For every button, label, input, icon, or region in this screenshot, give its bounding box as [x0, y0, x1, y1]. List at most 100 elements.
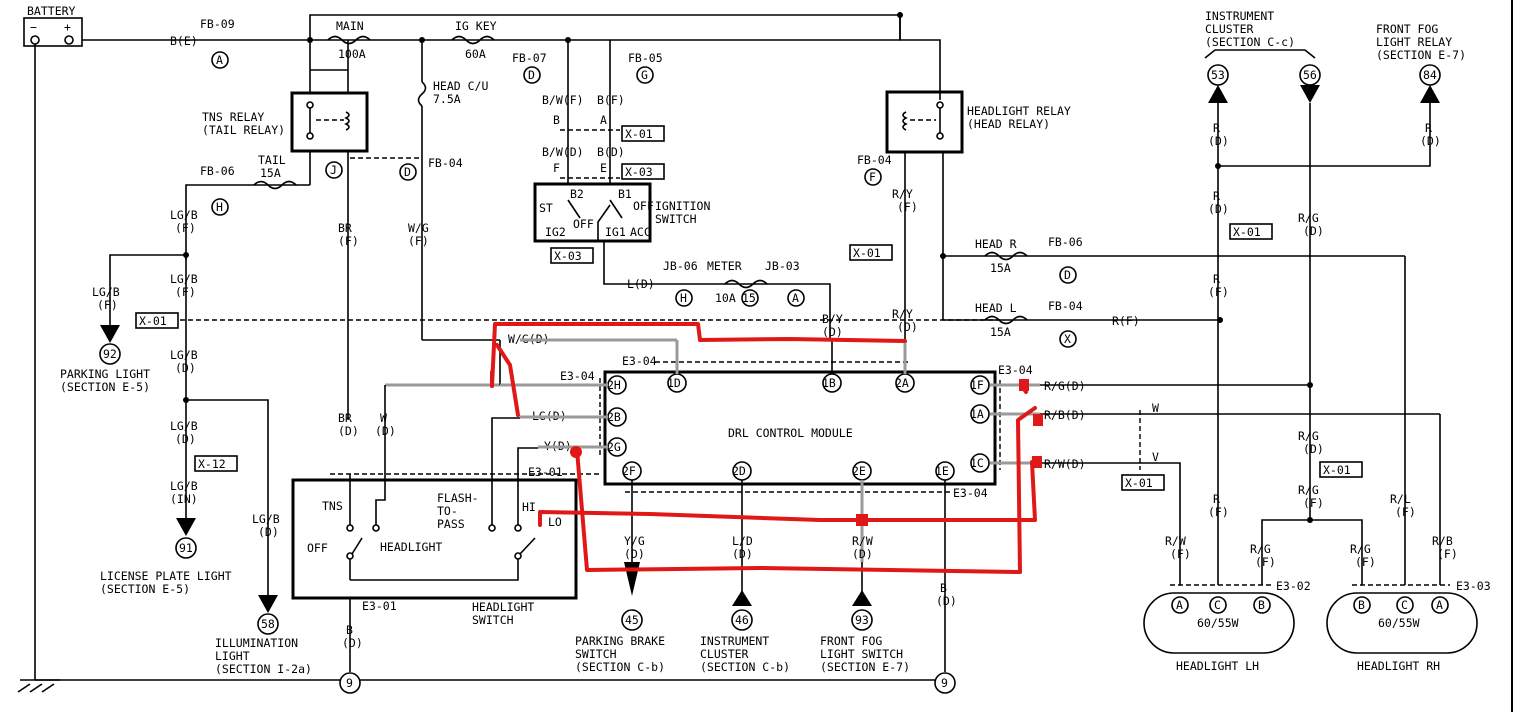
svg-text:LIGHT: LIGHT — [215, 649, 250, 663]
svg-text:LIGHT RELAY: LIGHT RELAY — [1376, 35, 1452, 49]
svg-text:LG/B: LG/B — [170, 348, 198, 362]
svg-text:E3-04: E3-04 — [998, 363, 1033, 377]
svg-text:92: 92 — [103, 347, 117, 361]
svg-text:HEAD C/U: HEAD C/U — [433, 79, 488, 93]
svg-text:60/55W: 60/55W — [1378, 616, 1420, 630]
svg-text:1A: 1A — [970, 407, 984, 421]
svg-text:45: 45 — [625, 613, 639, 627]
svg-text:FB-05: FB-05 — [628, 51, 663, 65]
svg-text:HEADLIGHT RELAY: HEADLIGHT RELAY — [967, 104, 1071, 118]
svg-text:E3-03: E3-03 — [1456, 579, 1491, 593]
svg-text:A: A — [600, 113, 607, 127]
svg-text:(HEAD RELAY): (HEAD RELAY) — [967, 117, 1050, 131]
svg-text:SWITCH: SWITCH — [575, 647, 617, 661]
svg-text:LG/B: LG/B — [170, 272, 198, 286]
svg-text:2A: 2A — [895, 376, 909, 390]
svg-text:60A: 60A — [465, 47, 486, 61]
svg-text:E3-01: E3-01 — [528, 465, 563, 479]
svg-text:R: R — [1213, 492, 1220, 506]
svg-text:CLUSTER: CLUSTER — [1205, 22, 1254, 36]
svg-text:SWITCH: SWITCH — [655, 212, 697, 226]
svg-text:D: D — [404, 165, 411, 179]
svg-text:FB-04: FB-04 — [428, 156, 463, 170]
svg-text:E3-01: E3-01 — [362, 599, 397, 613]
svg-text:W/G: W/G — [408, 221, 429, 235]
svg-text:X-01: X-01 — [1323, 463, 1351, 477]
svg-text:R/G: R/G — [1298, 483, 1319, 497]
svg-text:1C: 1C — [970, 456, 984, 470]
headlight-relay: HEADLIGHT RELAY (HEAD RELAY) — [885, 90, 1071, 370]
svg-text:LO: LO — [548, 515, 562, 529]
svg-text:2H: 2H — [607, 378, 621, 392]
svg-text:PARKING BRAKE: PARKING BRAKE — [575, 634, 665, 648]
svg-text:93: 93 — [855, 613, 869, 627]
svg-text:L/D: L/D — [732, 534, 753, 548]
svg-text:R/G: R/G — [1298, 211, 1319, 225]
svg-text:(D): (D) — [1303, 224, 1324, 238]
svg-text:1E: 1E — [935, 464, 949, 478]
svg-text:PASS: PASS — [437, 517, 465, 531]
svg-text:A: A — [792, 291, 799, 305]
svg-text:58: 58 — [261, 617, 275, 631]
svg-text:(D): (D) — [1303, 442, 1324, 456]
svg-text:BR: BR — [338, 411, 352, 425]
svg-text:X-01: X-01 — [853, 246, 881, 260]
svg-text:84: 84 — [1423, 68, 1437, 82]
svg-text:+: + — [64, 20, 71, 34]
svg-text:(D): (D) — [624, 547, 645, 561]
svg-text:(F): (F) — [1437, 547, 1458, 561]
svg-text:(D): (D) — [1208, 202, 1229, 216]
svg-text:HI: HI — [522, 500, 536, 514]
svg-text:B(F): B(F) — [597, 93, 625, 107]
battery-label: BATTERY — [27, 4, 76, 18]
svg-text:(F): (F) — [1303, 496, 1324, 510]
svg-text:1F: 1F — [970, 378, 984, 392]
svg-text:B: B — [1358, 598, 1365, 612]
svg-text:X-01: X-01 — [139, 314, 167, 328]
svg-text:56: 56 — [1303, 68, 1317, 82]
svg-text:D: D — [528, 68, 535, 82]
svg-text:INSTRUMENT: INSTRUMENT — [700, 634, 769, 648]
svg-text:SWITCH: SWITCH — [472, 613, 514, 627]
headlight-switch: TNS OFF HEADLIGHT FLASH- TO- PASS HI LO … — [291, 417, 600, 627]
svg-text:(SECTION C-b): (SECTION C-b) — [700, 660, 790, 674]
svg-text:R: R — [1425, 121, 1432, 135]
svg-text:FB-06: FB-06 — [200, 164, 235, 178]
headlight-rh: B C A 60/55W HEADLIGHT RH — [1326, 592, 1478, 673]
svg-text:9: 9 — [346, 676, 353, 690]
svg-text:(D): (D) — [175, 361, 196, 375]
svg-text:(D): (D) — [732, 547, 753, 561]
svg-text:HEADLIGHT: HEADLIGHT — [472, 600, 534, 614]
svg-text:E3-02: E3-02 — [1276, 579, 1311, 593]
svg-text:E3-04: E3-04 — [953, 486, 988, 500]
svg-text:H: H — [216, 200, 223, 214]
svg-text:J: J — [330, 163, 337, 177]
svg-text:(SECTION E-7): (SECTION E-7) — [820, 660, 910, 674]
svg-text:R/G: R/G — [1250, 542, 1271, 556]
svg-text:X-01: X-01 — [1233, 225, 1261, 239]
svg-text:(D): (D) — [258, 525, 279, 539]
svg-text:METER: METER — [707, 259, 742, 273]
svg-text:15: 15 — [742, 291, 756, 305]
svg-text:LG/B: LG/B — [170, 208, 198, 222]
svg-text:R/W(D): R/W(D) — [1044, 457, 1086, 471]
svg-text:FLASH-: FLASH- — [437, 491, 479, 505]
svg-text:IG KEY: IG KEY — [455, 19, 497, 33]
svg-text:(F): (F) — [1355, 555, 1376, 569]
svg-text:A: A — [1176, 598, 1183, 612]
svg-text:B: B — [346, 623, 353, 637]
svg-text:PARKING LIGHT: PARKING LIGHT — [60, 367, 150, 381]
svg-text:FB-09: FB-09 — [200, 17, 235, 31]
svg-text:A: A — [216, 53, 223, 67]
svg-text:R(F): R(F) — [1112, 314, 1140, 328]
svg-text:HEAD L: HEAD L — [975, 301, 1017, 315]
svg-text:HEAD R: HEAD R — [975, 237, 1017, 251]
svg-text:(F): (F) — [97, 298, 118, 312]
svg-text:(D): (D) — [342, 636, 363, 650]
svg-text:(F): (F) — [1255, 555, 1276, 569]
svg-text:(F): (F) — [1395, 505, 1416, 519]
svg-text:B/Y: B/Y — [822, 312, 843, 326]
svg-text:(SECTION C-b): (SECTION C-b) — [575, 660, 665, 674]
svg-text:(F): (F) — [175, 221, 196, 235]
